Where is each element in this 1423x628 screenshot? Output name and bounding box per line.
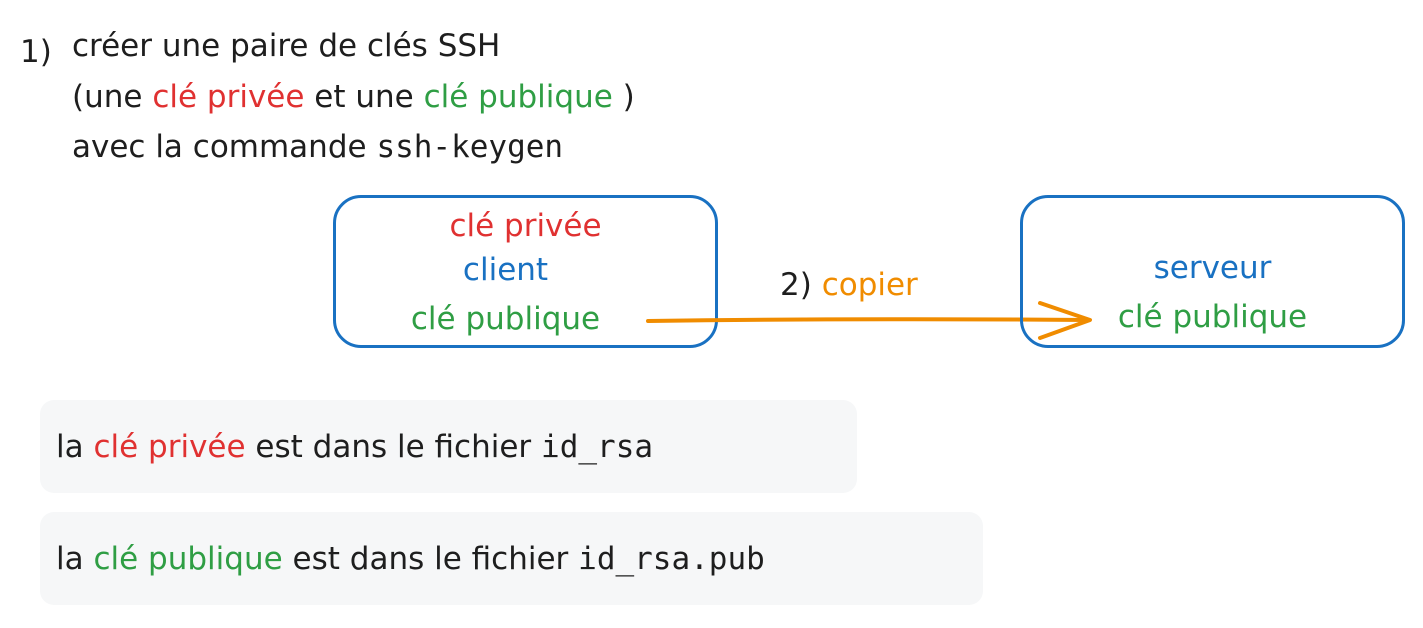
- text: est dans le fichier: [245, 429, 542, 465]
- server-public-key: clé publique: [1117, 299, 1308, 335]
- text: la: [56, 429, 94, 465]
- step1-number: 1): [20, 34, 52, 70]
- step2-number: 2): [780, 267, 812, 303]
- file-name: id_rsa: [541, 429, 654, 465]
- server-box: serveur clé publique: [1020, 195, 1405, 348]
- client-private-key: clé privée: [449, 208, 602, 244]
- step2-label: copier: [821, 267, 918, 303]
- text: (une: [72, 79, 153, 115]
- step1-line1: créer une paire de clés SSH: [72, 28, 501, 64]
- note-text: la clé privée est dans le fichier id_rsa: [56, 427, 653, 467]
- private-key-text: clé privée: [152, 79, 305, 115]
- text: avec la commande: [72, 129, 377, 165]
- command-text: ssh-keygen: [376, 129, 564, 165]
- note-text: la clé publique est dans le fichier id_r…: [56, 539, 765, 579]
- private-key-text: clé privée: [93, 429, 246, 465]
- client-label: client: [462, 252, 549, 288]
- server-label: serveur: [1153, 250, 1272, 286]
- text: et une: [304, 79, 424, 115]
- client-public-key: clé publique: [410, 301, 601, 337]
- text: ): [612, 79, 635, 115]
- note-public: la clé publique est dans le fichier id_r…: [40, 512, 983, 605]
- public-key-text: clé publique: [423, 79, 613, 115]
- client-box: clé privée client clé publique: [333, 195, 718, 348]
- step1-line3: avec la commande ssh-keygen: [72, 127, 563, 167]
- text: est dans le fichier: [282, 541, 579, 577]
- note-private: la clé privée est dans le fichier id_rsa: [40, 400, 857, 493]
- step2: 2) copier: [780, 265, 918, 305]
- file-name: id_rsa.pub: [578, 541, 765, 577]
- step1-line2: (une clé privée et une clé publique ): [72, 77, 635, 117]
- text: la: [56, 541, 94, 577]
- public-key-text: clé publique: [93, 541, 283, 577]
